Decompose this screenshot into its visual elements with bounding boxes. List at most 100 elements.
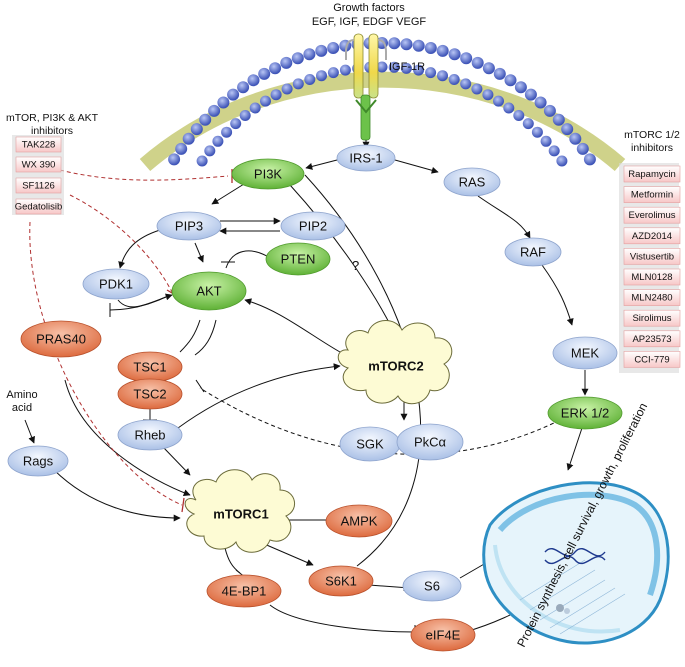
phospholipid-head bbox=[221, 126, 233, 138]
node-pip2: PIP2 bbox=[280, 211, 346, 241]
phospholipid-head bbox=[230, 118, 242, 130]
phospholipid-head bbox=[583, 153, 596, 166]
right-inhibitor-item-box bbox=[623, 165, 681, 183]
eif4e-label: eIF4E bbox=[426, 628, 461, 643]
phospholipid-head bbox=[561, 123, 574, 136]
arrow-aminoacid-rags bbox=[24, 419, 35, 444]
node-akt: AKT bbox=[171, 271, 247, 311]
tbar-tsc2-erk bbox=[195, 379, 205, 393]
inhibit-drugs-akt bbox=[69, 194, 173, 293]
right-inhibitor-item-box bbox=[623, 206, 681, 224]
left-inhibitors-header-line2: inhibitors bbox=[31, 125, 73, 137]
phospholipid-head bbox=[460, 78, 472, 90]
phospholipid-head bbox=[303, 48, 316, 61]
dna-icon bbox=[544, 548, 606, 565]
phospholipid-head bbox=[548, 145, 560, 157]
node-pdk1: PDK1 bbox=[82, 268, 150, 300]
arrow-irs1-ras bbox=[394, 159, 439, 174]
phospholipid-head bbox=[556, 155, 568, 167]
phospholipid-head bbox=[258, 67, 271, 80]
left-inhibitor-item-label: SF1126 bbox=[22, 181, 55, 192]
pdk1-label: PDK1 bbox=[99, 277, 133, 292]
left-inhibitors-header-line1: mTOR, PI3K & AKT bbox=[6, 112, 99, 124]
s6-label: S6 bbox=[424, 579, 440, 594]
mtorc2-label: mTORC2 bbox=[368, 359, 423, 374]
arrow-rags-mtorc1 bbox=[53, 469, 181, 522]
raf-label: RAF bbox=[520, 245, 546, 260]
pras40-label: PRAS40 bbox=[36, 332, 86, 347]
tbar-mtorc1-drug bbox=[181, 497, 185, 513]
inhibit-drugs-pi3k bbox=[59, 169, 229, 181]
node-pten: PTEN bbox=[265, 242, 331, 276]
right-inhibitor-item-label: MLN2480 bbox=[631, 293, 672, 304]
irs1-label: IRS-1 bbox=[349, 151, 382, 166]
s6k1-label: S6K1 bbox=[325, 574, 357, 589]
right-inhibitor-item-box bbox=[623, 351, 681, 368]
node-pkc: PkCα bbox=[396, 423, 464, 461]
arrow-irs1-pi3k bbox=[305, 159, 338, 170]
phospholipid-head bbox=[292, 78, 304, 90]
right-inhibitors-header-line2: inhibitors bbox=[631, 142, 673, 154]
phospholipid-head bbox=[514, 81, 527, 94]
phospholipid-head bbox=[212, 135, 224, 147]
right-inhibitors-header-line1: mTORC 1/2 bbox=[624, 129, 680, 141]
phospholipid-head bbox=[260, 95, 271, 107]
phospholipid-head bbox=[400, 38, 413, 51]
node-rags: Rags bbox=[7, 445, 69, 477]
phospholipid-head bbox=[327, 67, 339, 79]
node-4ebp1: 4E-BP1 bbox=[206, 574, 282, 608]
right-inhibitor-item-label: Rapamycin bbox=[628, 169, 676, 180]
right-inhibitor-item-box bbox=[623, 330, 681, 348]
sgk-label: SGK bbox=[356, 437, 384, 452]
node-s6: S6 bbox=[402, 570, 462, 602]
phospholipid-head bbox=[204, 145, 216, 157]
arrow-rheb-mtorc2 bbox=[177, 363, 341, 429]
left-inhibitor-item: WX 390 bbox=[15, 156, 62, 173]
arrow-pras40-mtorc1 bbox=[64, 379, 191, 497]
phospholipid-head bbox=[217, 96, 230, 109]
phospholipid-head bbox=[504, 74, 517, 87]
arrow-pip3-akt bbox=[194, 242, 204, 263]
phospholipid-head bbox=[493, 95, 504, 107]
right-inhibitor-item-label: CCI-779 bbox=[634, 354, 669, 365]
right-inhibitor-item-box bbox=[623, 227, 681, 245]
node-irs1: IRS-1 bbox=[336, 144, 396, 172]
phospholipid-head bbox=[168, 153, 181, 166]
node-rheb: Rheb bbox=[117, 419, 183, 451]
phospholipid-head bbox=[425, 67, 437, 79]
rheb-label: Rheb bbox=[134, 428, 165, 443]
phospholipid-head bbox=[437, 70, 448, 82]
node-ampk: AMPK bbox=[325, 504, 393, 538]
phospholipid-head bbox=[316, 70, 327, 82]
phospholipid-head bbox=[388, 61, 400, 73]
right-inhibitor-item-box bbox=[623, 186, 681, 203]
right-inhibitor-item-label: Vistusertib bbox=[630, 251, 674, 262]
inhibit-pten-pip3 bbox=[225, 250, 273, 269]
phospholipid-head bbox=[247, 74, 260, 87]
arrow-erk-cell bbox=[566, 427, 583, 471]
right-inhibitor-item-label: AP23573 bbox=[632, 334, 671, 345]
unknown-link-label: ? bbox=[352, 258, 359, 273]
phospholipid-head bbox=[237, 81, 250, 94]
phospholipid-head bbox=[196, 155, 208, 167]
amino-acid-label-line1: Amino bbox=[6, 389, 37, 401]
node-s6k1: S6K1 bbox=[308, 565, 374, 597]
phospholipid-head bbox=[249, 102, 261, 114]
node-ras: RAS bbox=[443, 167, 501, 197]
drug-inhibition-lines bbox=[29, 169, 229, 506]
phospholipid-head bbox=[413, 64, 425, 76]
cell-membrane bbox=[139, 37, 626, 172]
mek-label: MEK bbox=[571, 346, 600, 361]
left-inhibitor-item-box bbox=[15, 177, 62, 194]
phospholipid-head bbox=[182, 132, 195, 145]
left-inhibitor-item: Gedatolisib bbox=[15, 198, 62, 215]
right-inhibitor-item: Vistusertib bbox=[623, 248, 681, 265]
phospholipid-head bbox=[412, 39, 425, 52]
phospholipid-head bbox=[471, 56, 484, 69]
left-inhibitor-item-label: WX 390 bbox=[22, 160, 56, 171]
pip3-label: PIP3 bbox=[175, 219, 203, 234]
node-tsc2: TSC2 bbox=[117, 378, 183, 410]
phospholipid-head bbox=[208, 104, 221, 117]
inhibit-drugs-mtorc1 bbox=[29, 221, 183, 506]
node-sgk: SGK bbox=[339, 426, 401, 462]
